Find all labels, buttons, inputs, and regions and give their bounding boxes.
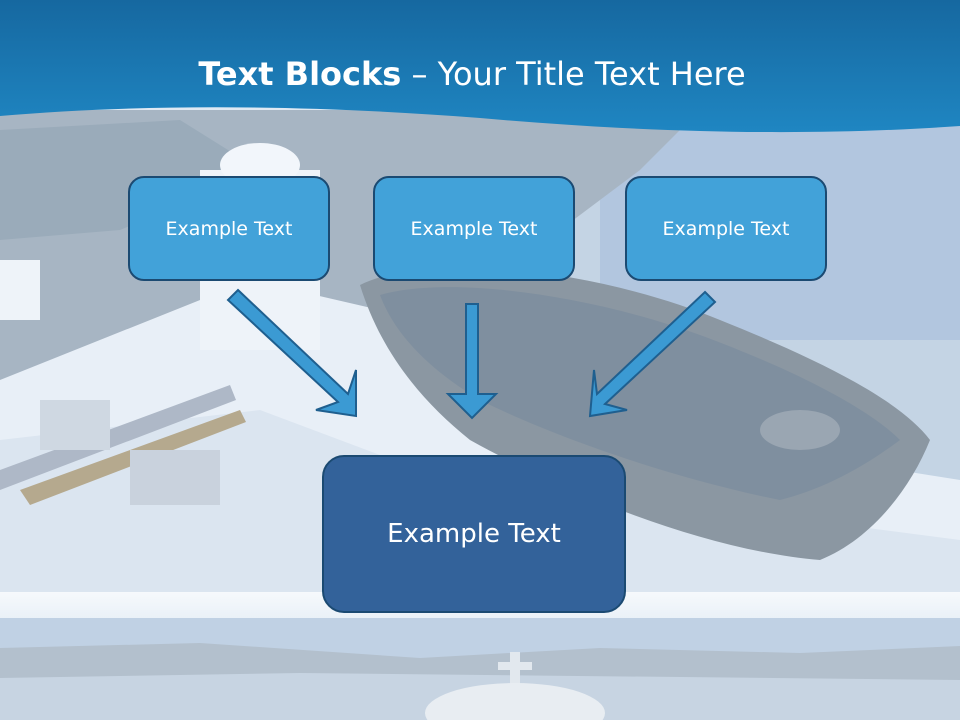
- text-block-2-label: Example Text: [410, 217, 538, 240]
- main-text-block[interactable]: Example Text: [322, 455, 626, 613]
- text-block-1-label: Example Text: [165, 217, 293, 240]
- title-bold: Text Blocks: [198, 55, 402, 93]
- main-text-block-label: Example Text: [387, 519, 561, 549]
- text-block-3[interactable]: Example Text: [625, 176, 827, 281]
- arrow-right: [588, 290, 717, 418]
- arrow-left: [226, 288, 357, 418]
- text-block-3-label: Example Text: [662, 217, 790, 240]
- bottom-photo-strip: [0, 618, 960, 720]
- text-block-1[interactable]: Example Text: [128, 176, 330, 281]
- slide-title: Text Blocks – Your Title Text Here: [0, 54, 944, 94]
- title-rest: Your Title Text Here: [437, 55, 746, 93]
- text-block-2[interactable]: Example Text: [373, 176, 575, 281]
- arrow-center: [445, 303, 499, 420]
- header-band: [0, 0, 960, 133]
- title-dash: –: [401, 55, 438, 93]
